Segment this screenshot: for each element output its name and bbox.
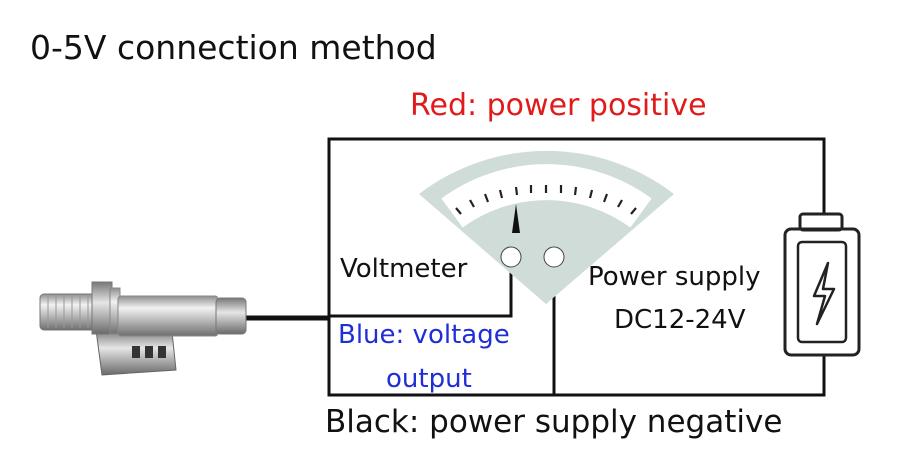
blue-wire-label: Blue: voltage xyxy=(338,320,510,350)
blue-wire-path xyxy=(329,262,513,318)
red-wire-label: Red: power positive xyxy=(410,88,707,123)
red-wire-path xyxy=(327,137,826,316)
plus-terminal: + xyxy=(504,247,518,266)
page-title: 0-5V connection method xyxy=(30,28,437,67)
battery-lightning-icon xyxy=(783,212,861,357)
cylindrical-sensor-with-bracket-icon xyxy=(39,281,247,376)
black-wire-label: Black: power supply negative xyxy=(325,404,783,440)
analog-meter-icon xyxy=(419,150,674,304)
power-supply-label: Power supply xyxy=(588,262,761,292)
black-wire-path xyxy=(327,316,826,397)
minus-terminal: - xyxy=(550,245,558,264)
power-supply-voltage: DC12-24V xyxy=(614,305,746,335)
blue-wire-label-line2: output xyxy=(386,364,472,394)
voltmeter-label: Voltmeter xyxy=(340,254,468,284)
